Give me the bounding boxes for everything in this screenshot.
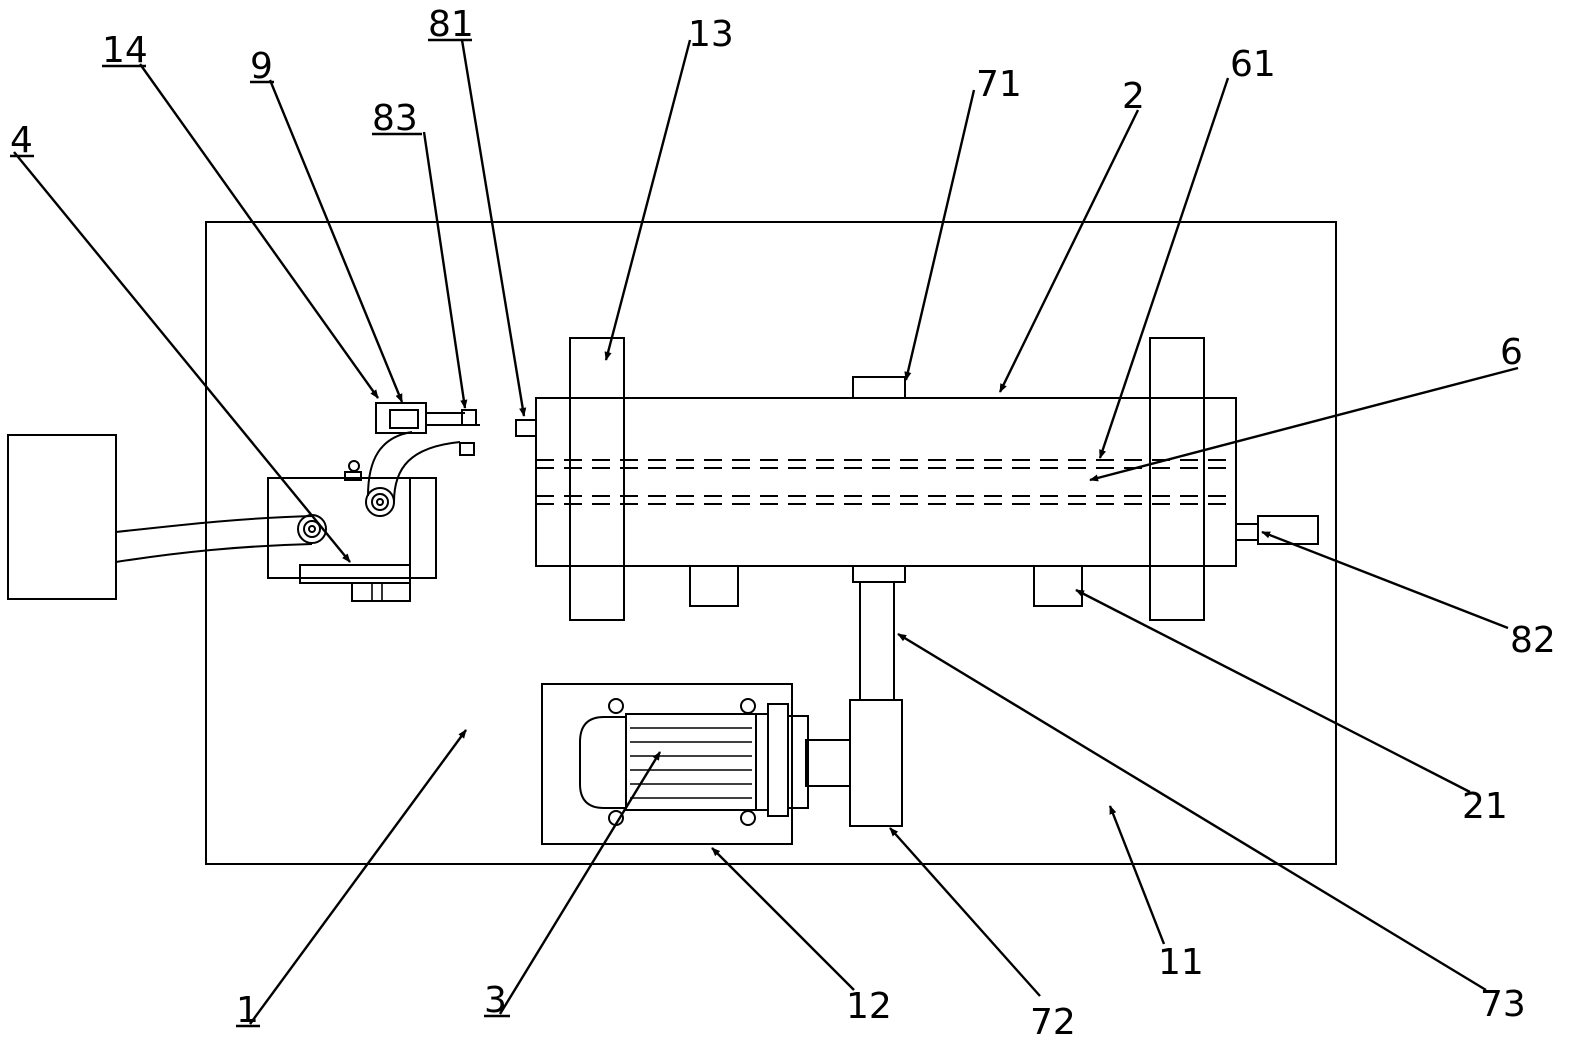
label-72: 72 bbox=[1030, 1002, 1076, 1043]
external-unit bbox=[7, 434, 117, 600]
feeder-assembly bbox=[267, 431, 461, 602]
label-81: 81 bbox=[428, 4, 474, 45]
foot-left bbox=[689, 565, 739, 607]
label-21: 21 bbox=[1462, 786, 1508, 827]
shaft-73 bbox=[859, 581, 895, 701]
label-13: 13 bbox=[688, 14, 734, 55]
sensor-82 bbox=[1257, 515, 1319, 545]
label-3: 3 bbox=[484, 980, 507, 1021]
leader-lines bbox=[13, 39, 1519, 1025]
label-9: 9 bbox=[250, 46, 273, 87]
label-61: 61 bbox=[1230, 44, 1276, 85]
sensor-81 bbox=[515, 419, 537, 437]
gearbox-72 bbox=[849, 699, 903, 827]
support-left bbox=[569, 337, 625, 621]
motor-base bbox=[541, 683, 793, 845]
label-4: 4 bbox=[10, 120, 33, 161]
support-right bbox=[1149, 337, 1205, 621]
cable-lower bbox=[115, 543, 313, 563]
label-6: 6 bbox=[1500, 332, 1523, 373]
label-71: 71 bbox=[976, 64, 1022, 105]
label-11: 11 bbox=[1158, 942, 1204, 983]
boss-bottom bbox=[852, 565, 906, 583]
foot-right bbox=[1033, 565, 1083, 607]
label-1: 1 bbox=[236, 990, 259, 1031]
motor bbox=[579, 703, 789, 817]
label-12: 12 bbox=[846, 986, 892, 1027]
cable-upper bbox=[115, 515, 313, 533]
label-83: 83 bbox=[372, 98, 418, 139]
guide-block bbox=[375, 402, 480, 456]
main-drum bbox=[535, 397, 1237, 567]
boss-71 bbox=[852, 376, 906, 399]
label-82: 82 bbox=[1510, 620, 1556, 661]
sensor-82-neck bbox=[1235, 523, 1259, 541]
label-73: 73 bbox=[1480, 984, 1526, 1025]
base-plate bbox=[205, 221, 1337, 865]
label-14: 14 bbox=[102, 30, 148, 71]
reference-labels: 4 14 9 83 81 13 71 2 61 6 82 21 73 11 72… bbox=[10, 4, 1556, 1043]
coupling bbox=[805, 739, 851, 787]
label-2: 2 bbox=[1122, 76, 1145, 117]
